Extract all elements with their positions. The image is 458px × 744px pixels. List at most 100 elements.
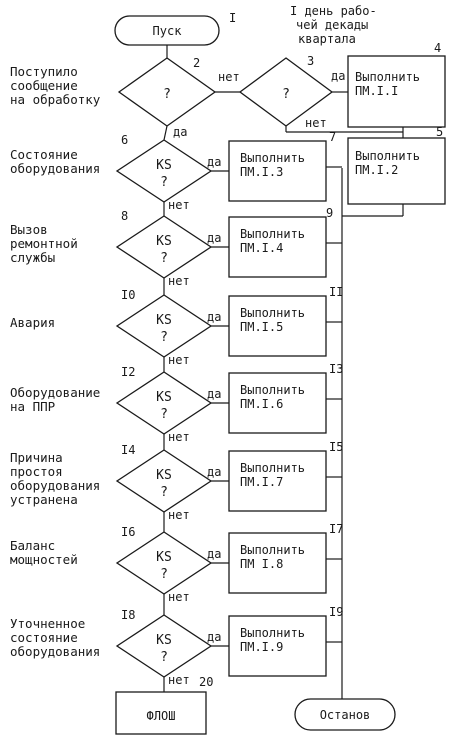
yes-label-6: да xyxy=(207,547,221,561)
question-mark-4: ? xyxy=(160,407,168,422)
connector-9-number: 9 xyxy=(326,206,333,220)
process-line-2-4: ПМ.I.6 xyxy=(240,397,283,411)
process-number-1: 7 xyxy=(329,130,336,144)
process-line-2-3: ПМ.I.5 xyxy=(240,320,283,334)
process-line-1-4: Выполнить xyxy=(240,383,305,397)
condition-caption-2-line-1: Вызов xyxy=(10,222,48,237)
process-line-1-2: Выполнить xyxy=(240,227,305,241)
flosh-box xyxy=(115,691,207,735)
decision-diamond-2 xyxy=(115,215,213,279)
period-note-line-3: квартала xyxy=(298,32,356,46)
decision-number-1: 6 xyxy=(121,133,128,147)
start-label: Пуск xyxy=(153,24,183,38)
decision-3-yes-label: да xyxy=(331,69,345,83)
process-box-5 xyxy=(228,450,327,512)
condition-caption-7-line-1: Уточненное xyxy=(10,616,85,631)
ks-label-4: KS xyxy=(156,390,172,405)
condition-caption-4-line-2: на ППР xyxy=(10,399,55,414)
spine-line-top xyxy=(163,125,168,141)
stop-label: Останов xyxy=(320,708,371,722)
process-box-3 xyxy=(228,295,327,357)
decision-diamond-5 xyxy=(115,449,213,513)
process-line-2-2: ПМ.I.4 xyxy=(240,241,283,255)
condition-caption-6-line-2: мощностей xyxy=(10,552,78,567)
condition-caption-6-line-1: Баланс xyxy=(10,538,55,553)
process-line-1-1: Выполнить xyxy=(240,151,305,165)
condition-caption-3-line-1: Авария xyxy=(10,315,55,330)
decision-3-no-label: нет xyxy=(305,116,327,130)
question-mark-5: ? xyxy=(160,485,168,500)
ks-label-5: KS xyxy=(156,468,172,483)
process-box-4-line-1: Выполнить xyxy=(355,70,420,84)
process-line-1-5: Выполнить xyxy=(240,461,305,475)
decision-diamond-1 xyxy=(115,139,213,203)
decision-2-caption-line-2: сообщение xyxy=(10,78,78,93)
process-box-5-number: 5 xyxy=(436,125,443,139)
condition-caption-5-line-1: Причина xyxy=(10,450,63,465)
process-line-1-6: Выполнить xyxy=(240,543,305,557)
decision-diamond-7 xyxy=(115,614,213,678)
process-box-4-number: 4 xyxy=(434,41,441,55)
process-number-6: I7 xyxy=(329,522,343,536)
decision-3-mark: ? xyxy=(282,87,290,102)
process-box-7 xyxy=(228,615,327,677)
condition-caption-2-line-3: службы xyxy=(10,250,55,265)
yes-label-5: да xyxy=(207,465,221,479)
period-note-line-1: I день рабо- xyxy=(290,4,377,18)
process-box-5-line-1: Выполнить xyxy=(355,149,420,163)
decision-2-mark: ? xyxy=(163,87,171,102)
condition-caption-1-line-1: Состояние xyxy=(10,147,78,162)
process-line-2-5: ПМ.I.7 xyxy=(240,475,283,489)
decision-diamond-6 xyxy=(115,531,213,595)
process-box-6 xyxy=(228,532,327,594)
no-label-5: нет xyxy=(168,508,190,522)
condition-caption-7-line-2: состояние xyxy=(10,630,78,645)
decision-2-caption-line-3: на обработку xyxy=(10,92,101,107)
decision-diamond-4 xyxy=(115,371,213,435)
question-mark-6: ? xyxy=(160,567,168,582)
process-number-3: II xyxy=(329,285,343,299)
condition-caption-4-line-1: Оборудование xyxy=(10,385,100,400)
process-line-2-1: ПМ.I.3 xyxy=(240,165,283,179)
decision-number-3: I0 xyxy=(121,288,135,302)
decision-number-4: I2 xyxy=(121,365,135,379)
no-label-2: нет xyxy=(168,274,190,288)
process-box-5-line-2: ПМ.I.2 xyxy=(355,163,398,177)
no-label-6: нет xyxy=(168,590,190,604)
process-box-2 xyxy=(228,216,327,278)
decision-3-number: 3 xyxy=(307,54,314,68)
yes-label-7: да xyxy=(207,630,221,644)
question-mark-7: ? xyxy=(160,650,168,665)
ks-label-1: KS xyxy=(156,158,172,173)
process-number-4: I3 xyxy=(329,362,343,376)
ks-label-6: KS xyxy=(156,550,172,565)
period-note-line-2: чей декады xyxy=(296,18,368,32)
flosh-label: ФЛОШ xyxy=(147,709,176,723)
process-line-2-7: ПМ.I.9 xyxy=(240,640,283,654)
decision-2-yes-label: да xyxy=(173,125,187,139)
decision-diamond-3 xyxy=(115,294,213,358)
condition-caption-5-line-3: оборудования xyxy=(10,478,100,493)
condition-caption-7-line-3: оборудования xyxy=(10,644,100,659)
question-mark-2: ? xyxy=(160,251,168,266)
condition-caption-5-line-4: устранена xyxy=(10,492,78,507)
yes-label-1: да xyxy=(207,155,221,169)
ks-label-3: KS xyxy=(156,313,172,328)
process-line-1-7: Выполнить xyxy=(240,626,305,640)
process-box-4 xyxy=(347,55,446,128)
yes-label-3: да xyxy=(207,310,221,324)
process-line-1-3: Выполнить xyxy=(240,306,305,320)
decision-number-2: 8 xyxy=(121,209,128,223)
condition-caption-2-line-2: ремонтной xyxy=(10,236,78,251)
no-label-1: нет xyxy=(168,198,190,212)
process-box-5 xyxy=(347,137,446,205)
connector-lines xyxy=(166,45,404,715)
decision-2-no-label: нет xyxy=(218,70,240,84)
decision-number-7: I8 xyxy=(121,608,135,622)
process-box-4 xyxy=(228,372,327,434)
end-number: 20 xyxy=(199,675,213,689)
decision-3-diamond xyxy=(238,57,334,127)
no-label-7: нет xyxy=(168,673,190,687)
ks-label-7: KS xyxy=(156,633,172,648)
